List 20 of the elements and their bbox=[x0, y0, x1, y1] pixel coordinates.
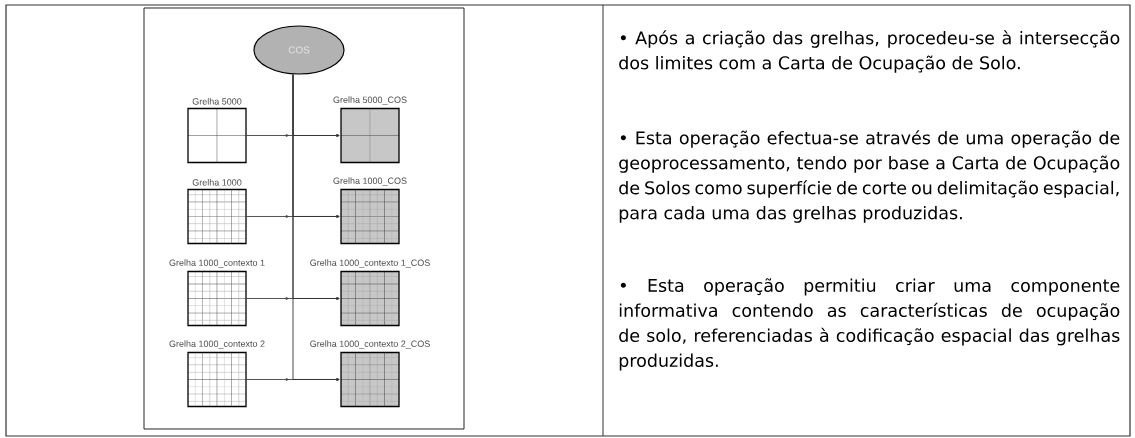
grid-square bbox=[340, 188, 400, 245]
connector bbox=[292, 74, 340, 381]
grid-square bbox=[340, 270, 400, 327]
grid-square bbox=[187, 351, 247, 408]
grid-label: Grelha 1000_contexto 1_COS bbox=[310, 259, 430, 268]
grid-square bbox=[187, 270, 247, 327]
paragraph: • Após a criação das grelhas, procedeu-se à intersecção dos limites com a Carta de Ocupação de Solo. bbox=[619, 30, 1120, 73]
grid-square bbox=[340, 107, 400, 164]
paragraph: • Esta operação permitiu criar uma componente informativa contendo as características de ocupação de solo, referenciadas à codificação espacial das grelhas produzidas. bbox=[619, 278, 1120, 371]
grid-square bbox=[340, 351, 400, 408]
grid-square bbox=[187, 107, 247, 164]
grid-square bbox=[187, 188, 247, 245]
grid-label: Grelha 5000_COS bbox=[333, 96, 407, 105]
grid-label: Grelha 1000_contexto 2 bbox=[169, 340, 265, 349]
grid-label: Grelha 1000_COS bbox=[333, 177, 407, 186]
grid-label: Grelha 5000 bbox=[192, 98, 242, 105]
grid-label: Grelha 1000 bbox=[192, 179, 242, 186]
grid-label: Grelha 1000_contexto 2_COS bbox=[310, 340, 430, 349]
grid-label: Grelha 1000_contexto 1 bbox=[169, 259, 265, 268]
paragraph: • Esta operação efectua-se através de uma operação de geoprocessamento, tendo por base a Carta de Ocupação de Solos como superfície de corte ou delimitação espacial, para cada uma das grelhas produzidas. bbox=[619, 130, 1120, 223]
